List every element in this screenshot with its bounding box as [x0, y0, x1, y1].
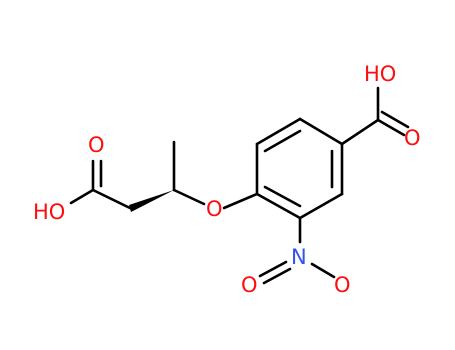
- side-acid-oxygen-label: O: [88, 133, 105, 157]
- ring-to-carboxyl-bond: [340, 118, 380, 146]
- ring-bond-5-inner: [263, 185, 302, 208]
- ring-bond-1: [255, 117, 302, 146]
- ring-to-ether-bond: [222, 192, 259, 210]
- ring-bond-4: [298, 192, 344, 220]
- carboxyl-hydroxyl-label: HO: [364, 62, 396, 86]
- nitro-group: N O O: [241, 216, 351, 297]
- ether-to-chiral-bond: [172, 188, 206, 206]
- ring-carboxyl-group: HO O: [340, 62, 421, 150]
- nitro-nitrogen-label: N: [291, 245, 307, 269]
- side-acid-hydroxyl-label: HO: [33, 200, 65, 224]
- wedge-bond: [129, 190, 174, 212]
- acid-carbon-to-oh-bond: [69, 188, 95, 205]
- carboxyl-double-bond-a: [376, 118, 406, 137]
- ether-oxygen-label: O: [206, 197, 223, 221]
- nitro-to-right-oxygen: [310, 262, 336, 279]
- ring-bond-2: [298, 117, 344, 146]
- carboxyl-oxygen-label: O: [404, 126, 421, 150]
- nitro-right-oxygen-label: O: [334, 273, 351, 297]
- carboxyl-double-bond-b: [380, 110, 410, 129]
- ring-bond-1-inner: [263, 129, 302, 153]
- nitro-to-left-oxygen-a: [258, 260, 288, 278]
- ring-bond-5: [255, 192, 302, 220]
- nitro-to-left-oxygen-b: [262, 267, 292, 285]
- nitro-left-oxygen-label: O: [241, 273, 258, 297]
- ch2-to-acid-carbon-bond: [91, 188, 132, 210]
- ether-side-chain: O HO O: [33, 133, 259, 224]
- benzene-ring: [255, 117, 344, 220]
